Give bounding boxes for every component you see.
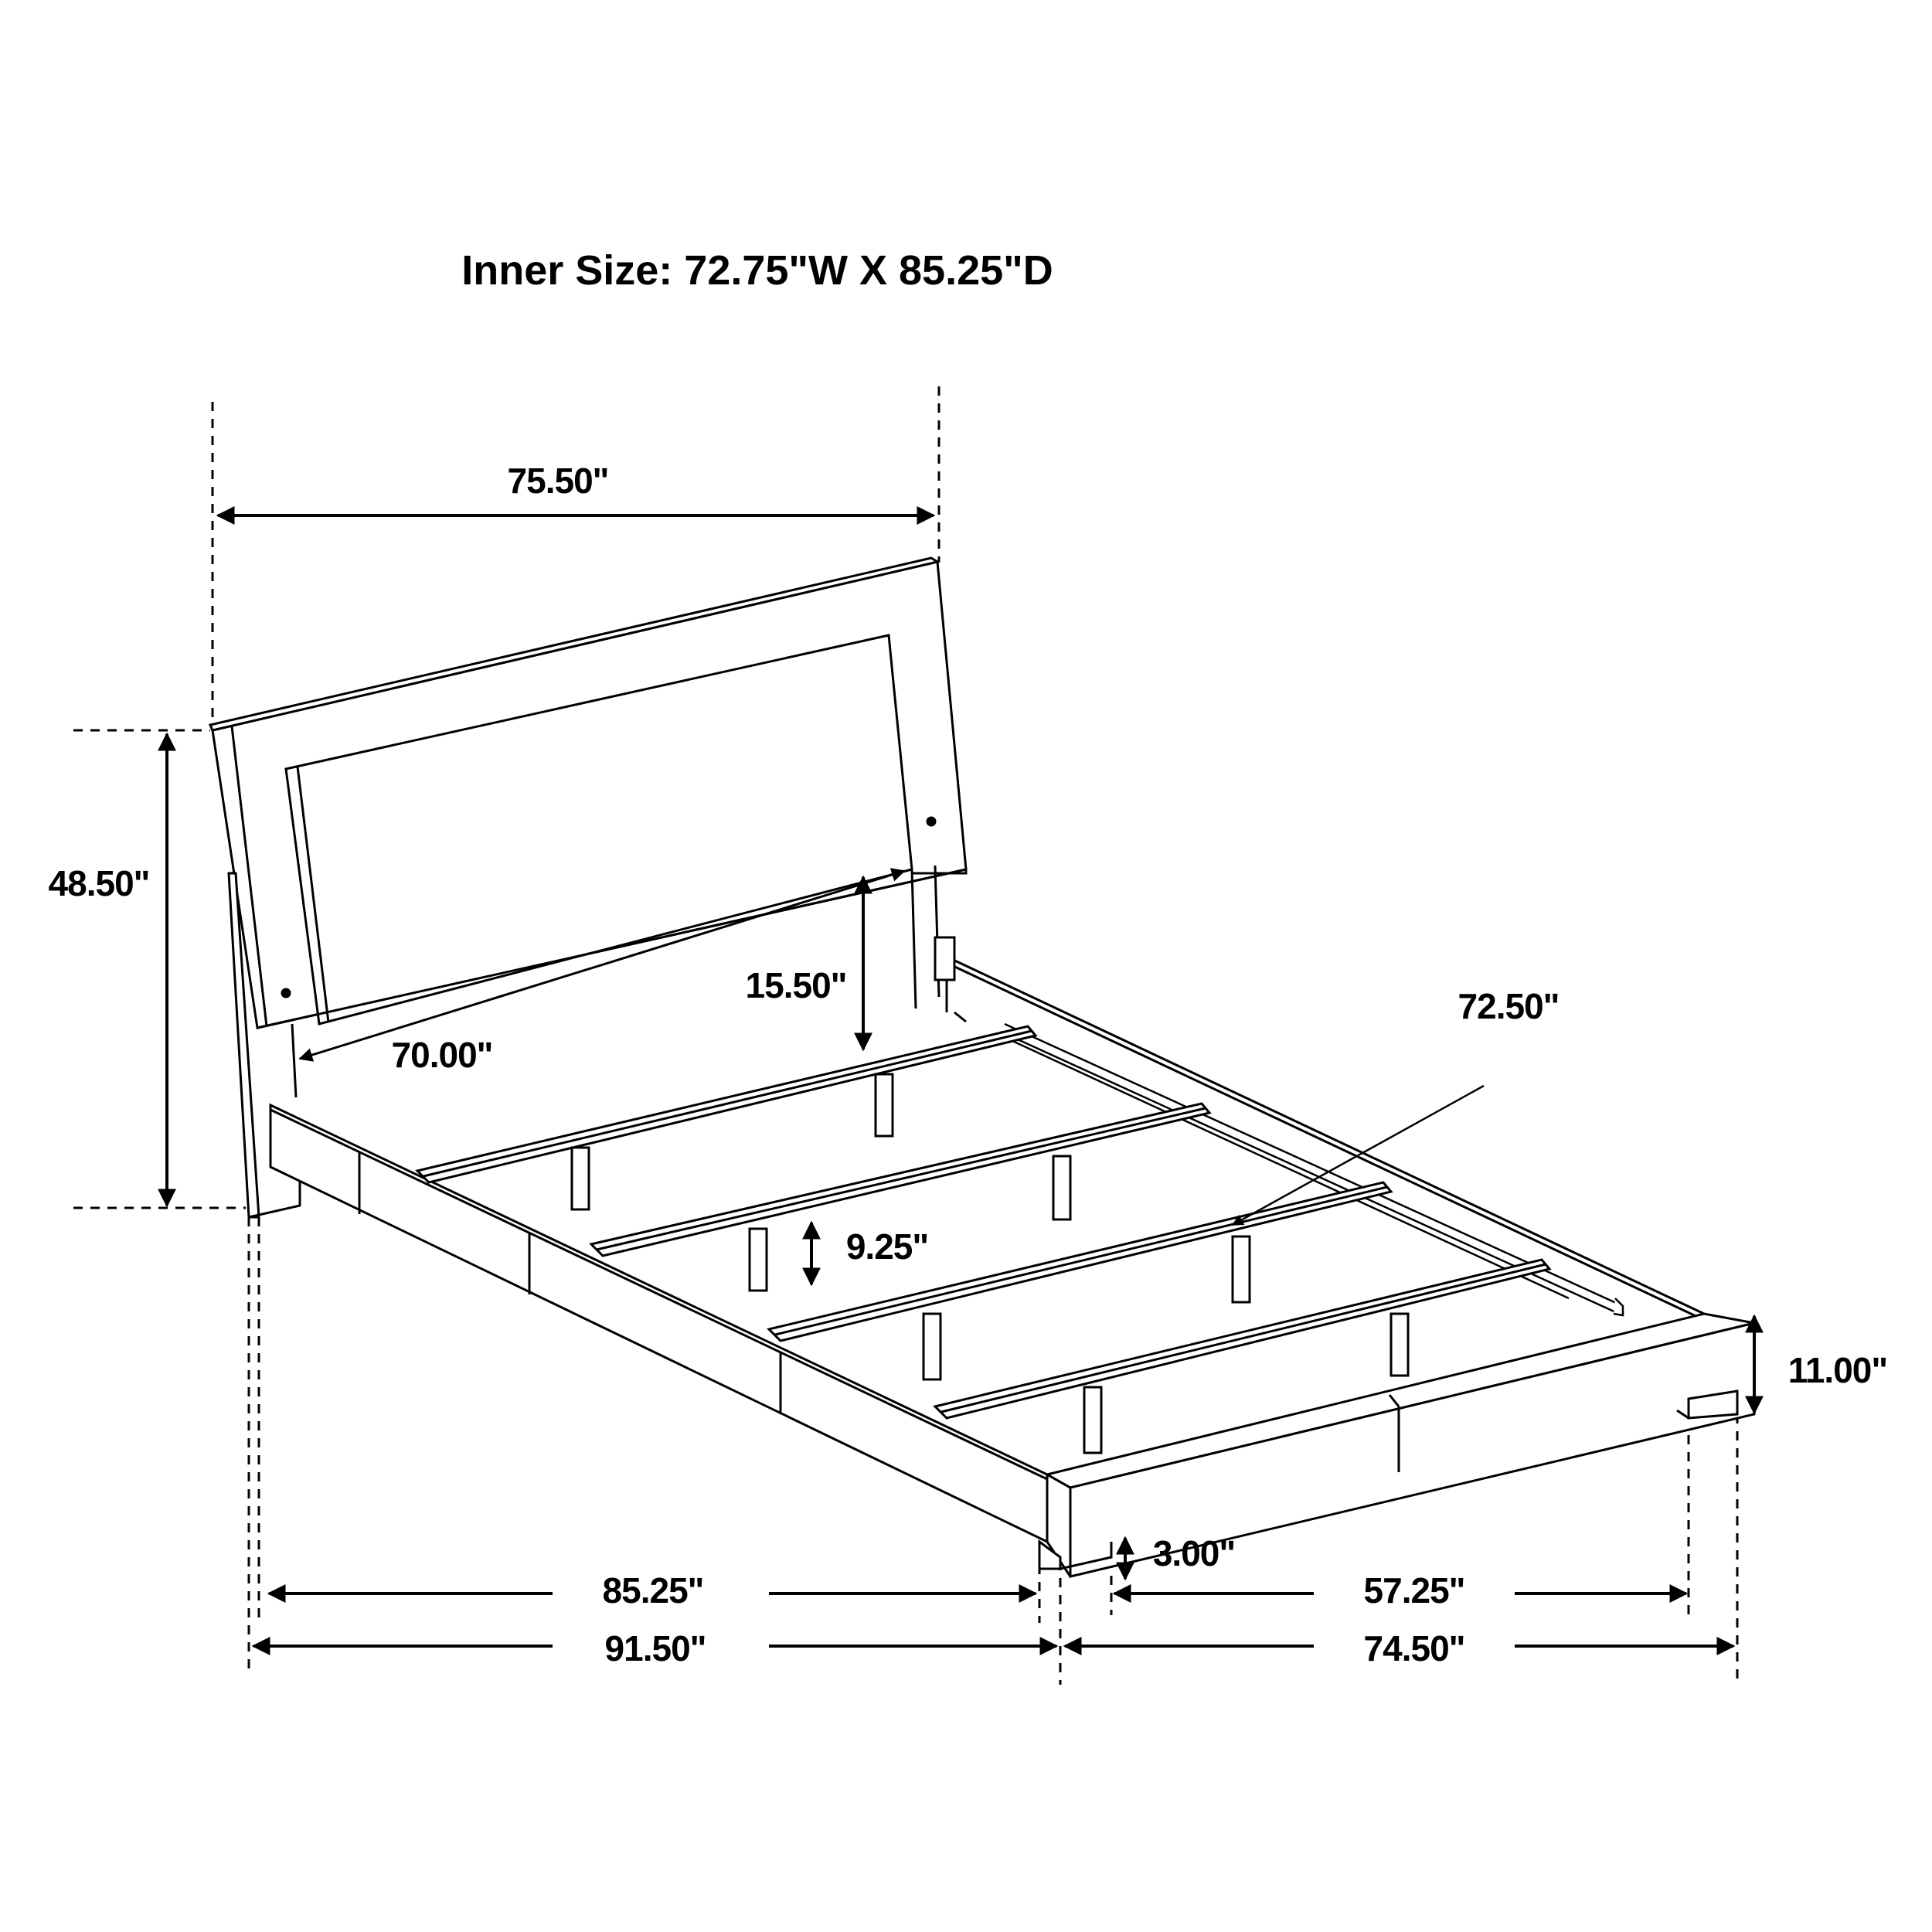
label-inner-length: 85.25" — [602, 1570, 705, 1611]
label-rail-to-floor: 9.25" — [845, 1226, 929, 1267]
label-frame-height: 11.00" — [1787, 1350, 1888, 1390]
dimension-arrows — [158, 506, 1764, 1655]
extension-lines — [73, 386, 1739, 1685]
slats — [415, 1025, 1552, 1420]
center-support-legs — [570, 1073, 1410, 1454]
label-headboard-width: 75.50" — [507, 461, 610, 501]
label-headboard-height: 48.50" — [48, 863, 151, 903]
label-overall-length: 91.50" — [604, 1628, 707, 1668]
label-headboard-inner-width: 70.00" — [391, 1035, 494, 1075]
inner-size-title: Inner Size: 72.75"W X 85.25"D — [461, 247, 1053, 294]
arrow-slat-length — [1231, 1084, 1485, 1226]
label-overall-width: 74.50" — [1363, 1628, 1466, 1668]
label-slat-length: 72.50" — [1458, 986, 1560, 1026]
label-headboard-clearance: 15.50" — [745, 965, 848, 1005]
arrow-inner-width — [298, 868, 906, 1062]
label-leg-height: 3.00" — [1152, 1533, 1236, 1573]
label-leg-span-width: 57.25" — [1363, 1570, 1466, 1611]
